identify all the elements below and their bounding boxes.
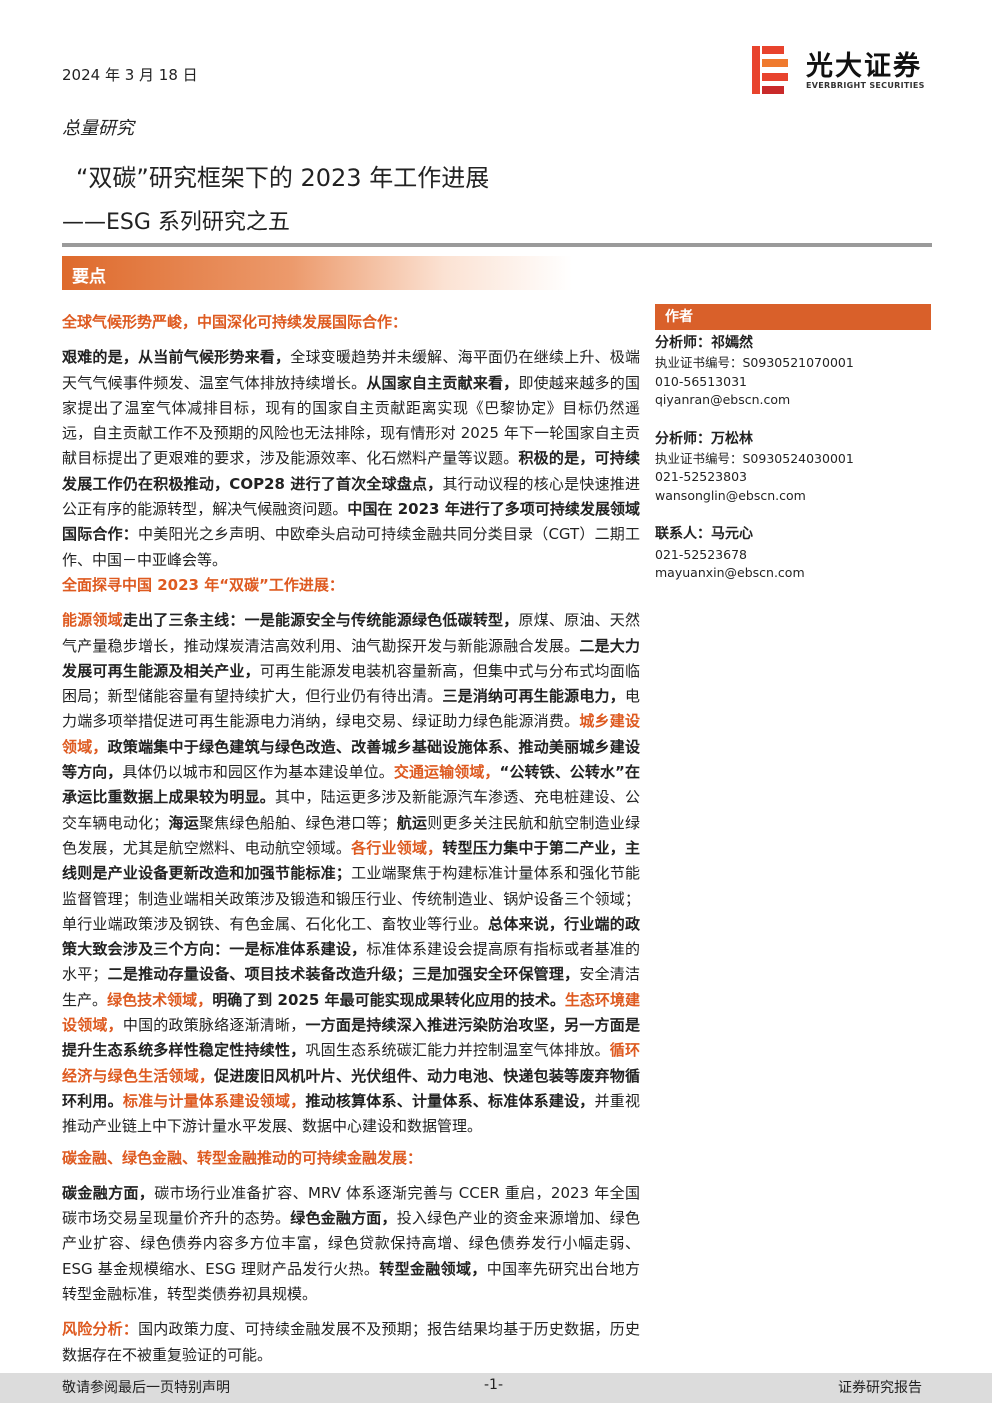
- summary-paragraph-2: 能源领域走出了三条主线：一是能源安全与传统能源绿色低碳转型，原煤、原油、天然气产…: [62, 608, 640, 1139]
- text-run: 电力端多项举措促进可再生能源电力消纳，绿电交易、绿证助力绿色能源消费。: [62, 687, 640, 731]
- author-name: 分析师：祁嫣然: [655, 335, 753, 351]
- text-run: 能源领域: [62, 611, 123, 630]
- text-run: 可再生能源发电装机容量新高，但集中式与分布式均面临困局；新型储能容量有望持续扩大…: [62, 661, 640, 706]
- risk-analysis-paragraph: 风险分析：国内政策力度、可持续金融发展不及预期；报告结果均基于历史数据，历史数据…: [62, 1317, 640, 1368]
- text-run: “公转铁、公转水”在承运比重数据上成果较为明显。: [62, 763, 640, 807]
- text-run: 走出了三条主线：一是能源安全与传统能源绿色低碳转型，: [122, 611, 519, 630]
- text-run: 标准与计量体系建设领域，: [122, 1091, 306, 1110]
- text-run: 中美阳光之乡声明、中欧牵头启动可持续金融共同分类目录（CGT）二期工作、中国－中…: [62, 525, 640, 569]
- text-run: 海运: [168, 813, 199, 832]
- summary-body: 全球气候形势严峻，中国深化可持续发展国际合作： 艰难的是，从当前气候形势来看，全…: [62, 310, 640, 1368]
- report-title: “双碳”研究框架下的 2023 年工作进展: [76, 164, 490, 192]
- text-run: 聚焦绿色船舶、绿色港口等；: [198, 813, 397, 832]
- text-run: 艰难的是，从当前气候形势来看，: [62, 348, 291, 367]
- everbright-logo-icon: [752, 46, 788, 94]
- summary-paragraph-3: 碳金融方面，碳市场行业准备扩容、MRV 体系逐渐完善与 CCER 重启，2023…: [62, 1181, 640, 1307]
- text-run: 各行业领域，: [351, 838, 443, 857]
- contact-card: 联系人：马元心 021-52523678 mayuanxin@ebscn.com: [655, 525, 931, 582]
- summary-section-label: 要点: [72, 267, 106, 287]
- text-run: 航运: [396, 813, 428, 832]
- author-phone: 021-52523803: [655, 469, 747, 485]
- page-footer: 敬请参阅最后一页特别声明 -1- 证券研究报告: [0, 1373, 992, 1403]
- report-date: 2024 年 3 月 18 日: [62, 66, 198, 84]
- title-divider: [62, 243, 932, 247]
- author-name: 分析师：万松林: [655, 430, 753, 447]
- brand-logo: 光大证券 EVERBRIGHT SECURITIES: [752, 44, 932, 96]
- text-run: 碳市场行业准备扩容、MRV 体系逐渐完善与 CCER 重启，2023 年全国碳市…: [62, 1183, 640, 1228]
- report-subtitle: ——ESG 系列研究之五: [62, 210, 290, 235]
- text-run: 转型金融领域，: [379, 1259, 487, 1278]
- brand-name-en: EVERBRIGHT SECURITIES: [806, 81, 925, 90]
- author-sidebar: 作者 分析师：祁嫣然 执业证书编号：S0930521070001 010-565…: [655, 304, 931, 582]
- summary-heading-2: 全面探寻中国 2023 年“双碳”工作进展：: [62, 575, 344, 594]
- summary-paragraph-1: 艰难的是，从当前气候形势来看，全球变暖趋势并未缓解、海平面仍在继续上升、极端天气…: [62, 345, 640, 573]
- text-run: 则更多关注民航和航空制造业绿色发展，尤其是航空燃料、电动航空领域。: [62, 813, 640, 857]
- text-run: 国内政策力度、可持续金融发展不及预期；报告结果均基于历史数据，历史数据存在不被重…: [62, 1320, 640, 1364]
- text-run: 其中，陆运更多涉及新能源汽车渗透、充电桩建设、公交车辆电动化；: [62, 788, 640, 832]
- author-section-header: 作者: [655, 304, 931, 330]
- text-run: 安全清洁生产。: [62, 965, 640, 1009]
- text-run: 风险分析：: [62, 1320, 139, 1339]
- author-section-label: 作者: [665, 309, 693, 325]
- author-card: 分析师：万松林 执业证书编号：S0930524030001 021-525238…: [655, 430, 931, 506]
- author-email[interactable]: wansonglin@ebscn.com: [655, 487, 806, 503]
- text-run: 积极的是，可持续发展工作仍在积极推动，COP28 进行了首次全球盘点，: [62, 449, 640, 493]
- text-run: 绿色金融方面，: [290, 1209, 397, 1228]
- text-run: 中国在 2023 年进行了多项可持续发展领域国际合作：: [62, 500, 640, 544]
- text-run: 绿色技术领域，: [107, 990, 213, 1009]
- text-run: 工业端聚焦于构建标准计量体系和强化节能监督管理；制造业端相关政策涉及锻造和锻压行…: [62, 864, 640, 933]
- text-run: 全球变暖趋势并未缓解、海平面仍在继续上升、极端天气气候事件频发、温室气体排放持续…: [62, 348, 640, 392]
- author-cert: 执业证书编号：S0930521070001: [655, 355, 854, 371]
- text-run: 城乡建设领域，: [62, 712, 640, 756]
- text-run: 投入绿色产业的资金来源增加、绿色产业扩容、绿色债券内容多方位丰富，绿色贷款保持高…: [62, 1209, 640, 1278]
- summary-heading-1: 全球气候形势严峻，中国深化可持续发展国际合作：: [62, 313, 408, 331]
- report-category: 总量研究: [62, 118, 134, 139]
- text-run: 循环经济与绿色生活领域，: [62, 1041, 640, 1085]
- text-run: 中国的政策脉络逐渐清晰，: [122, 1016, 306, 1035]
- text-run: 二是推动存量设备、项目技术装备改造升级；三是加强安全环保管理，: [107, 965, 580, 984]
- page-number: -1-: [484, 1377, 504, 1393]
- text-run: 中国率先研究出台地方转型金融标准，转型类债券初具规模。: [62, 1259, 640, 1303]
- text-run: 碳金融方面，: [62, 1183, 155, 1202]
- text-run: 巩固生态系统碳汇能力并控制温室气体排放。: [305, 1041, 610, 1060]
- footer-report-type: 证券研究报告: [838, 1380, 922, 1396]
- contact-phone: 021-52523678: [655, 546, 747, 562]
- text-run: 原煤、原油、天然气产量稳步增长，推动煤炭清洁高效利用、油气勘探开发与新能源融合发…: [62, 611, 640, 655]
- text-run: 促进废旧风机叶片、光伏组件、动力电池、快递包装等废弃物循环利用。: [62, 1066, 640, 1110]
- text-run: 交通运输领域，: [393, 763, 500, 782]
- text-run: 推动核算体系、计量体系、标准体系建设，: [305, 1091, 595, 1110]
- text-run: 并重视推动产业链上中下游计量水平发展、数据中心建设和数据管理。: [62, 1091, 640, 1136]
- author-phone: 010-56513031: [655, 373, 747, 389]
- text-run: 政策端集中于绿色建筑与绿色改造、改善城乡基础设施体系、推动美丽城乡建设等方向，: [62, 737, 640, 782]
- brand-name-cn: 光大证券: [806, 51, 922, 82]
- footer-disclaimer: 敬请参阅最后一页特别声明: [62, 1380, 230, 1396]
- text-run: 明确了到 2025 年最可能实现成果转化应用的技术。: [212, 990, 565, 1009]
- text-run: 标准体系建设会提高原有指标或者基准的水平；: [62, 940, 640, 984]
- text-run: 即使越来越多的国家提出了温室气体减排目标，现有的国家自主贡献距离实现《巴黎协定》…: [62, 373, 640, 468]
- text-run: 三是消纳可再生能源电力，: [442, 687, 625, 706]
- text-run: 转型压力集中于第二产业，主线则是产业设备更新改造和加强节能标准；: [62, 838, 640, 883]
- author-email[interactable]: qiyanran@ebscn.com: [655, 392, 791, 408]
- text-run: 生态环境建设领域，: [62, 990, 640, 1035]
- contact-email[interactable]: mayuanxin@ebscn.com: [655, 565, 805, 581]
- contact-name: 联系人：马元心: [655, 526, 753, 543]
- text-run: 二是大力发展可再生能源及相关产业，: [62, 636, 640, 680]
- summary-heading-3: 碳金融、绿色金融、转型金融推动的可持续金融发展：: [62, 1148, 423, 1167]
- text-run: 从国家自主贡献来看，: [366, 373, 519, 392]
- text-run: 具体仍以城市和园区作为基本建设单位。: [122, 763, 394, 782]
- author-cert: 执业证书编号：S0930524030001: [655, 451, 854, 467]
- author-card: 分析师：祁嫣然 执业证书编号：S0930521070001 010-565130…: [655, 334, 931, 410]
- text-run: 总体来说，行业端的政策大致会涉及三个方向：一是标准体系建设，: [62, 914, 640, 959]
- text-run: 一方面是持续深入推进污染防治攻坚，另一方面是提升生态系统多样性稳定性持续性，: [62, 1016, 640, 1060]
- summary-section-header: 要点: [62, 256, 572, 290]
- text-run: 其行动议程的核心是快速推进公正有序的能源转型，解决气候融资问题。: [62, 474, 640, 519]
